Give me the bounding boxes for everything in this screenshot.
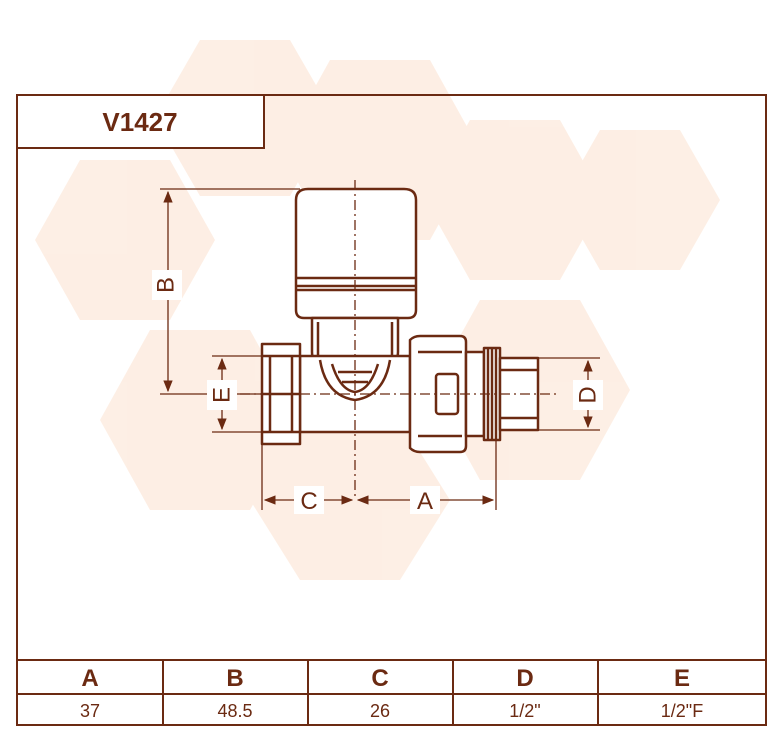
value-cell-e: 1/2"F: [661, 701, 703, 721]
title-box: [16, 94, 265, 149]
spec-table-values: 37 48.5 26 1/2" 1/2"F: [80, 701, 703, 721]
header-cell-e: E: [674, 665, 690, 692]
center-lines: [240, 180, 560, 500]
header-cell-a: A: [81, 665, 98, 692]
dimension-label-c: C: [300, 488, 317, 515]
header-cell-c: C: [371, 665, 388, 692]
spec-table-headers: A B C D E: [81, 665, 690, 692]
valve-head-cap: [294, 187, 418, 320]
dimension-lines: [160, 188, 600, 510]
dimension-label-e: E: [209, 387, 236, 403]
model-code: V1427: [102, 107, 177, 137]
dimension-label-d: D: [575, 386, 602, 403]
dimension-label-b: B: [153, 277, 180, 293]
value-cell-d: 1/2": [509, 701, 540, 721]
value-cell-c: 26: [370, 701, 390, 721]
value-cell-a: 37: [80, 701, 100, 721]
header-cell-b: B: [226, 665, 243, 692]
sheet-frame: [16, 94, 767, 726]
value-cell-b: 48.5: [217, 701, 252, 721]
spec-table: [17, 659, 766, 725]
dimension-letters: B E D C A: [152, 270, 603, 515]
dimension-label-a: A: [417, 488, 433, 515]
header-cell-d: D: [516, 665, 533, 692]
